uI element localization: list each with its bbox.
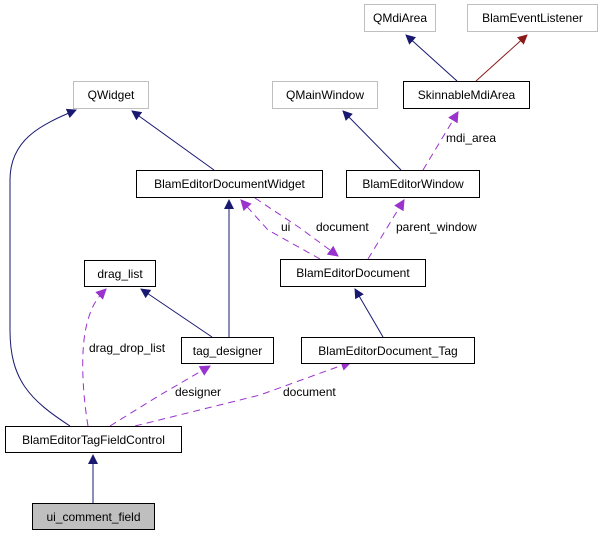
edge-label-parent-window: parent_window	[396, 220, 477, 234]
node-blameditordocument[interactable]: BlamEditorDocument	[280, 259, 426, 287]
node-qwidget[interactable]: QWidget	[73, 81, 149, 109]
edge-tagfieldcontrol-to-draglist	[82, 288, 107, 427]
edge-tagfieldcontrol-to-documenttag	[134, 360, 353, 427]
node-label: BlamEventListener	[482, 11, 583, 25]
node-label: drag_list	[97, 266, 143, 281]
node-label: BlamEditorDocument	[296, 266, 410, 280]
edge-document-to-documentwidget	[240, 199, 321, 260]
edge-label-designer: designer	[175, 385, 222, 399]
edge-label-document-bottom: document	[283, 385, 336, 399]
node-blameditorwindow[interactable]: BlamEditorWindow	[346, 170, 480, 198]
node-blameditordocument-tag[interactable]: BlamEditorDocument_Tag	[301, 337, 475, 364]
edge-tagfieldcontrol-to-qwidget	[9, 108, 77, 427]
node-label: BlamEditorDocumentWidget	[154, 177, 305, 191]
node-qmdiarea[interactable]: QMdiArea	[364, 4, 436, 32]
node-blameventlistener[interactable]: BlamEventListener	[467, 4, 598, 32]
edge-editorwindow-to-qmainwindow	[342, 110, 402, 171]
edge-tagdesigner-to-draglist	[140, 288, 213, 338]
node-label: QWidget	[87, 88, 135, 102]
edge-label-drag-drop-list: drag_drop_list	[89, 341, 166, 355]
node-blameditordocumentwidget[interactable]: BlamEditorDocumentWidget	[136, 170, 323, 198]
node-label: BlamEditorDocument_Tag	[318, 343, 458, 358]
edge-documenttag-to-document	[354, 288, 384, 338]
node-label: BlamEditorTagFieldControl	[22, 432, 165, 447]
node-label: tag_designer	[192, 343, 263, 358]
node-qmainwindow[interactable]: QMainWindow	[272, 81, 378, 109]
edge-skinnablemdiarea-to-blameventlistener	[475, 34, 528, 82]
node-label: QMdiArea	[372, 11, 428, 25]
edge-label-document-top: document	[316, 220, 369, 234]
edge-tagfieldcontrol-to-tagdesigner	[109, 365, 211, 427]
node-label: ui_comment_field	[46, 509, 141, 524]
node-drag-list[interactable]: drag_list	[84, 260, 156, 287]
node-tag-designer[interactable]: tag_designer	[181, 337, 274, 364]
node-blameditortagfieldcontrol[interactable]: BlamEditorTagFieldControl	[5, 426, 182, 453]
edge-label-mdi-area: mdi_area	[446, 131, 497, 145]
node-label: SkinnableMdiArea	[417, 88, 516, 102]
edge-documentwidget-to-document	[254, 197, 339, 257]
edge-documentwidget-to-qwidget	[131, 110, 215, 171]
node-label: BlamEditorWindow	[362, 177, 464, 191]
node-label: QMainWindow	[285, 88, 365, 102]
edge-label-ui: ui	[281, 220, 291, 234]
node-ui-comment-field[interactable]: ui_comment_field	[32, 503, 155, 530]
edge-skinnablemdiarea-to-qmdiarea	[405, 34, 458, 82]
node-skinnablemdiarea[interactable]: SkinnableMdiArea	[403, 81, 530, 109]
